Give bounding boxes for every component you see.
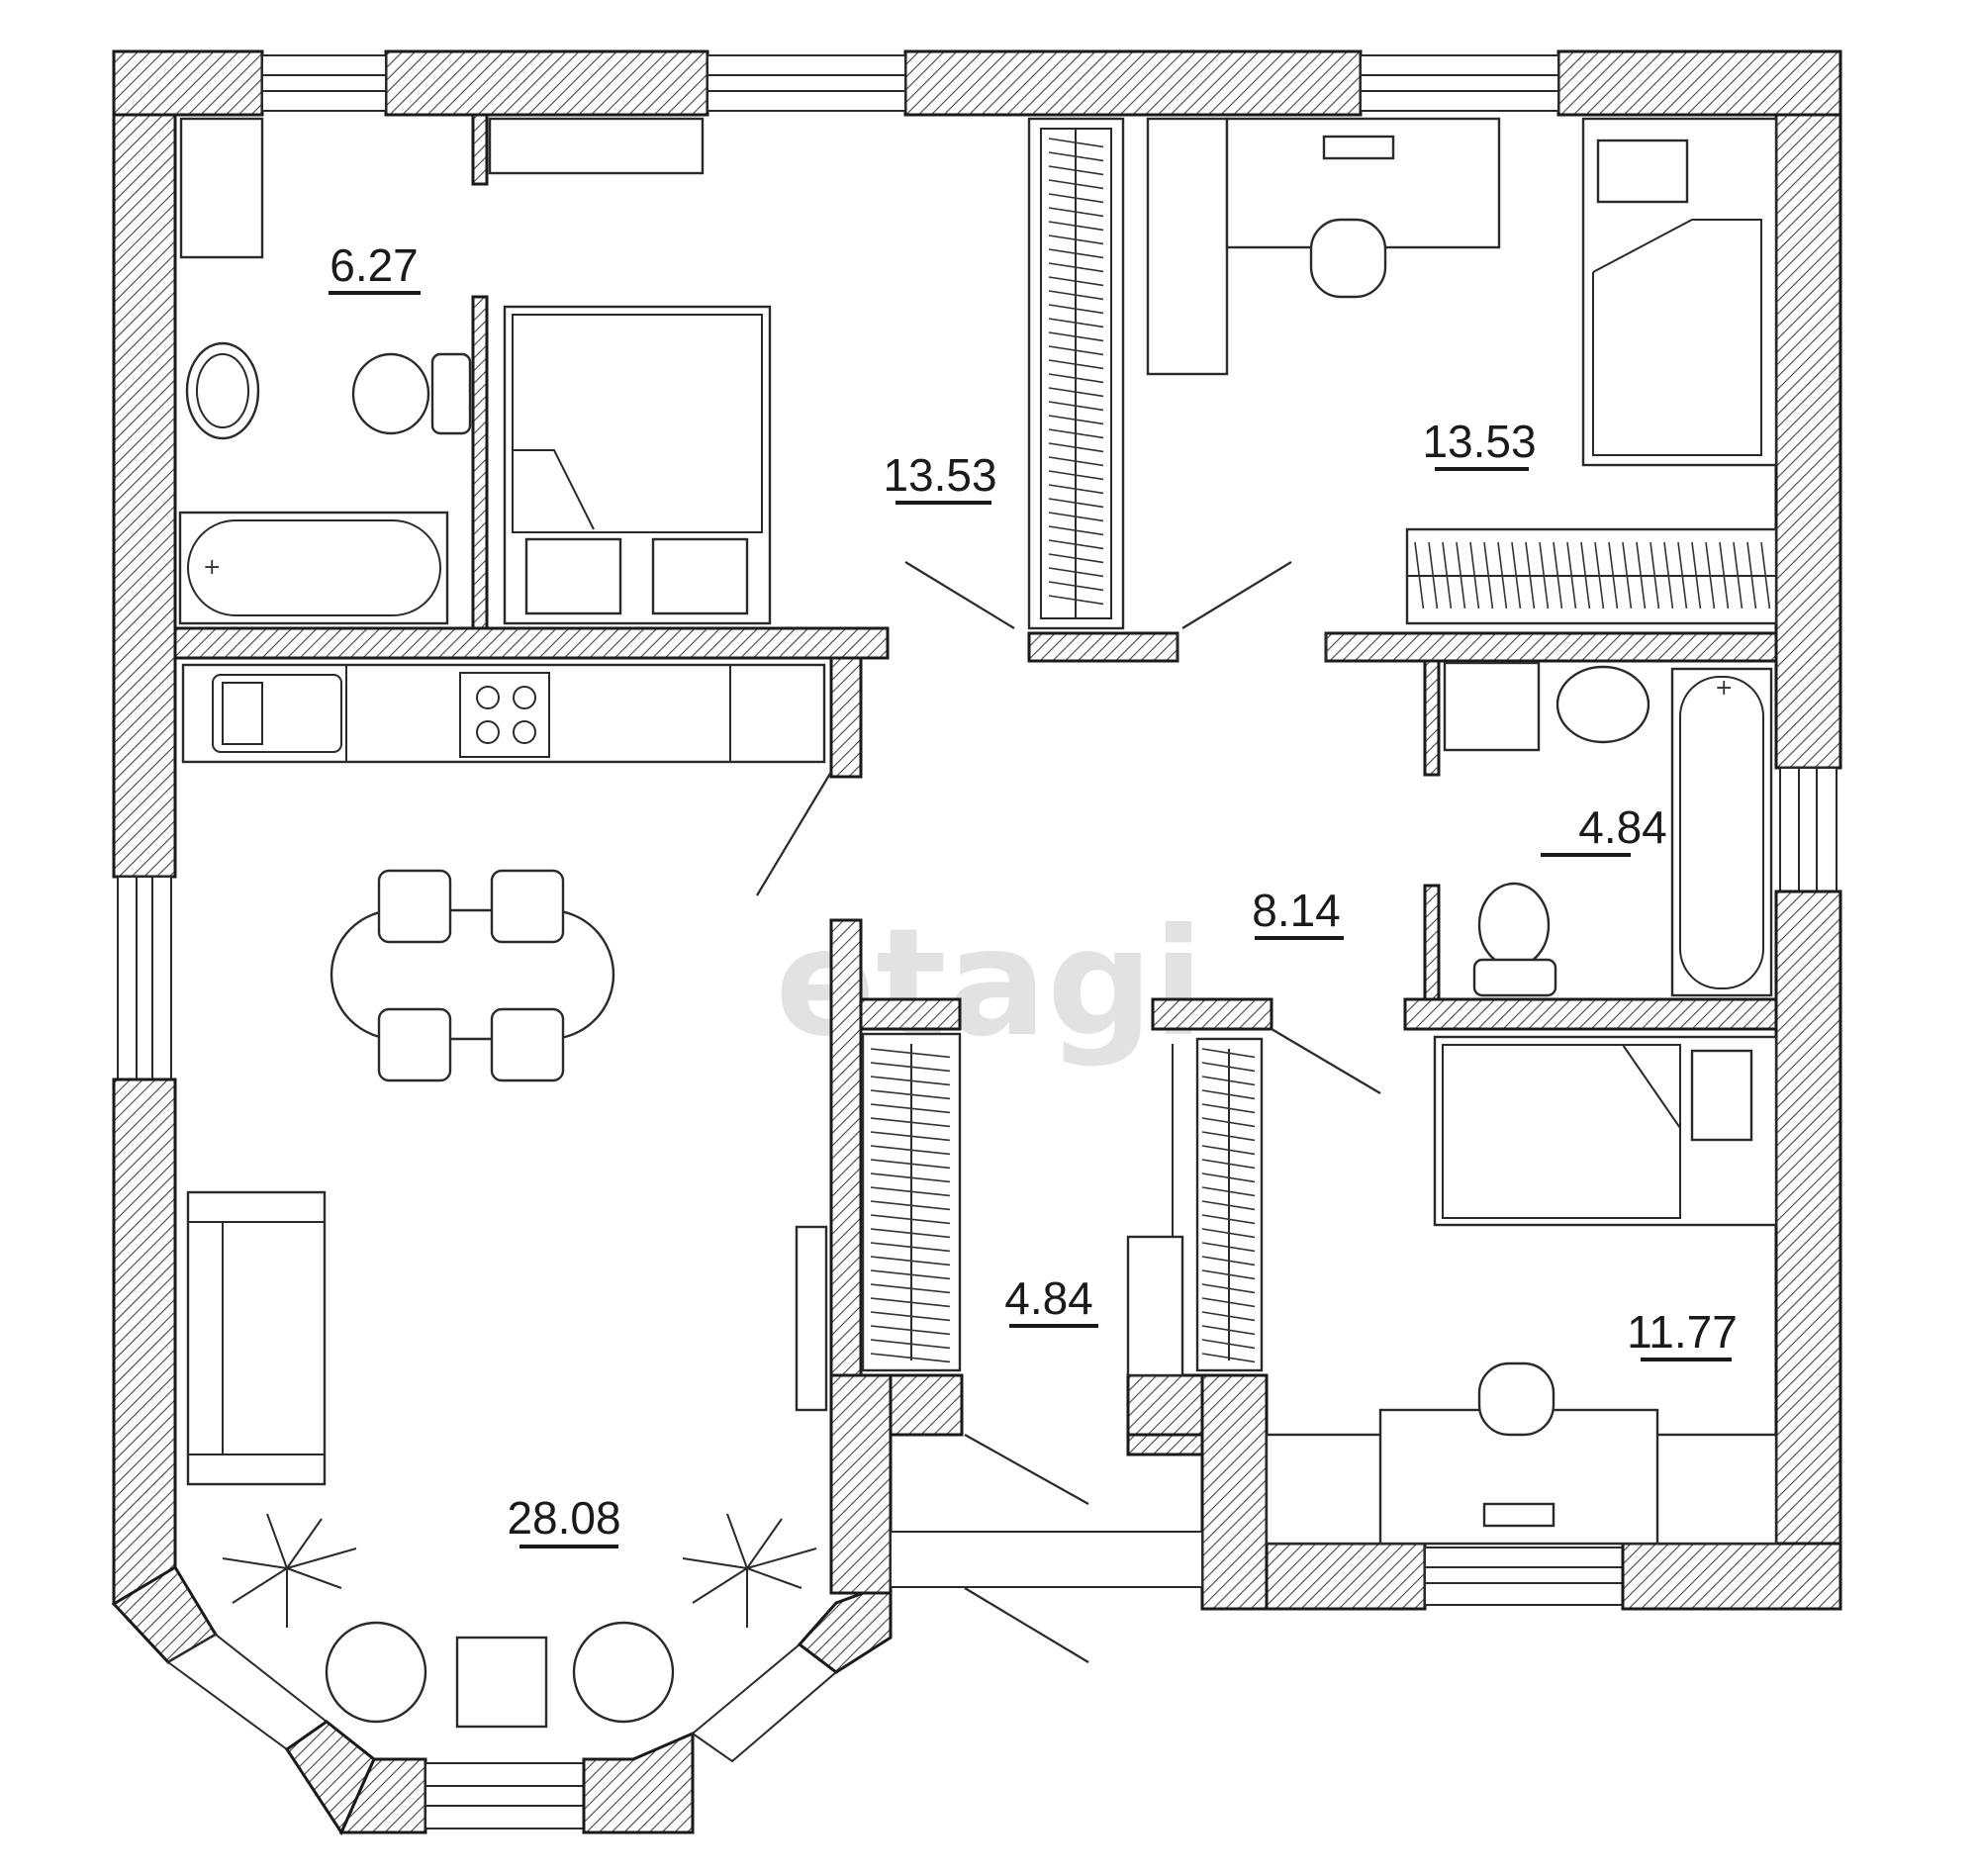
wardrobe-hangers: [870, 138, 1771, 1363]
bedroom-1-furniture: [488, 117, 772, 625]
kitchen-counter: [181, 663, 826, 764]
interior-walls: [173, 113, 1778, 1456]
area-labels: 6.27 13.53 13.53 4.84 8.14 4.84 11.77 28…: [329, 239, 1738, 1548]
bathroom-2-fixtures: +: [1443, 661, 1773, 997]
svg-text:+: +: [1715, 676, 1733, 701]
bedroom-2-furniture: [1146, 117, 1778, 467]
area-label-corridor: 4.84: [1004, 1272, 1093, 1324]
area-label-living-kitchen: 28.08: [507, 1492, 620, 1544]
bathroom-1-fixtures: +: [178, 117, 472, 625]
lounge-chairs: [325, 1621, 675, 1729]
area-label-bedroom-2: 13.53: [1422, 416, 1536, 467]
area-label-bathroom-1: 6.27: [330, 239, 419, 291]
wardrobe-corridor: [861, 1032, 962, 1372]
area-label-bedroom-3: 11.77: [1627, 1306, 1738, 1358]
tv-stand: [795, 1225, 828, 1412]
exterior-walls: [111, 49, 1842, 1836]
plant-icons: [222, 1513, 817, 1628]
corridor-cabinet: [1126, 1044, 1184, 1377]
area-label-hall: 8.14: [1252, 885, 1341, 936]
svg-text:+: +: [203, 555, 221, 580]
door-swings: [756, 561, 1381, 1663]
sofa: [186, 1190, 327, 1486]
area-label-bathroom-2: 4.84: [1578, 801, 1667, 853]
wardrobe-hall: [1027, 117, 1125, 630]
wardrobe-bedroom-2: [1405, 527, 1778, 625]
area-label-bedroom-1: 13.53: [883, 449, 996, 501]
bedroom-3-furniture: [1265, 1035, 1778, 1546]
dining-table: [330, 869, 615, 1082]
